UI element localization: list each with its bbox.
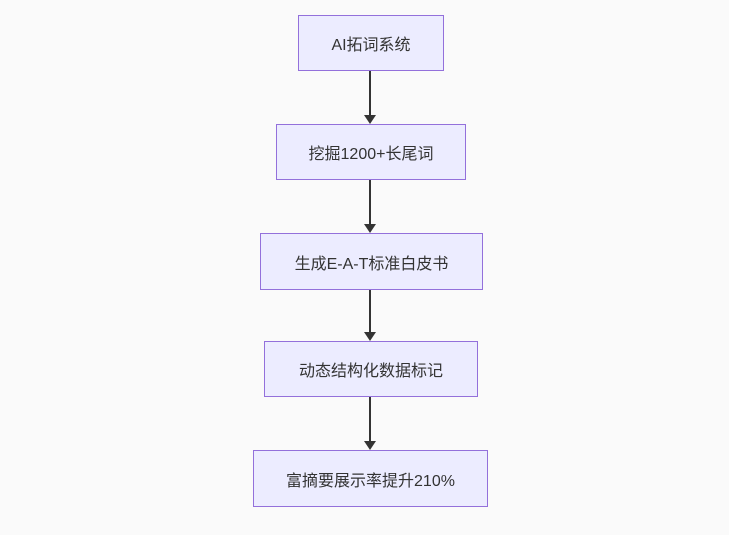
node-label: 富摘要展示率提升210%: [286, 472, 455, 490]
flowchart-node-structured-data-markup: 动态结构化数据标记: [264, 341, 478, 397]
flow-arrow: [364, 71, 376, 124]
arrowhead-down-icon: [364, 332, 376, 341]
arrow-line: [369, 71, 371, 115]
arrow-line: [369, 180, 371, 224]
node-label: 挖掘1200+长尾词: [308, 146, 434, 163]
arrow-line: [369, 397, 371, 441]
node-label: 生成E-A-T标准白皮书: [294, 255, 449, 273]
arrowhead-down-icon: [364, 115, 376, 124]
flow-arrow: [364, 290, 376, 341]
arrowhead-down-icon: [364, 441, 376, 450]
flowchart-node-longtail-mining: 挖掘1200+长尾词: [276, 124, 466, 180]
node-label: AI拓词系统: [331, 37, 411, 54]
flowchart-node-eat-whitepaper: 生成E-A-T标准白皮书: [260, 233, 483, 290]
flowchart-node-ai-word-expansion: AI拓词系统: [298, 15, 444, 71]
flow-arrow: [364, 180, 376, 233]
node-label: 动态结构化数据标记: [298, 363, 443, 380]
flowchart-node-rich-snippet-result: 富摘要展示率提升210%: [253, 450, 488, 507]
flow-arrow: [364, 397, 376, 450]
arrowhead-down-icon: [364, 224, 376, 233]
arrow-line: [369, 290, 371, 332]
